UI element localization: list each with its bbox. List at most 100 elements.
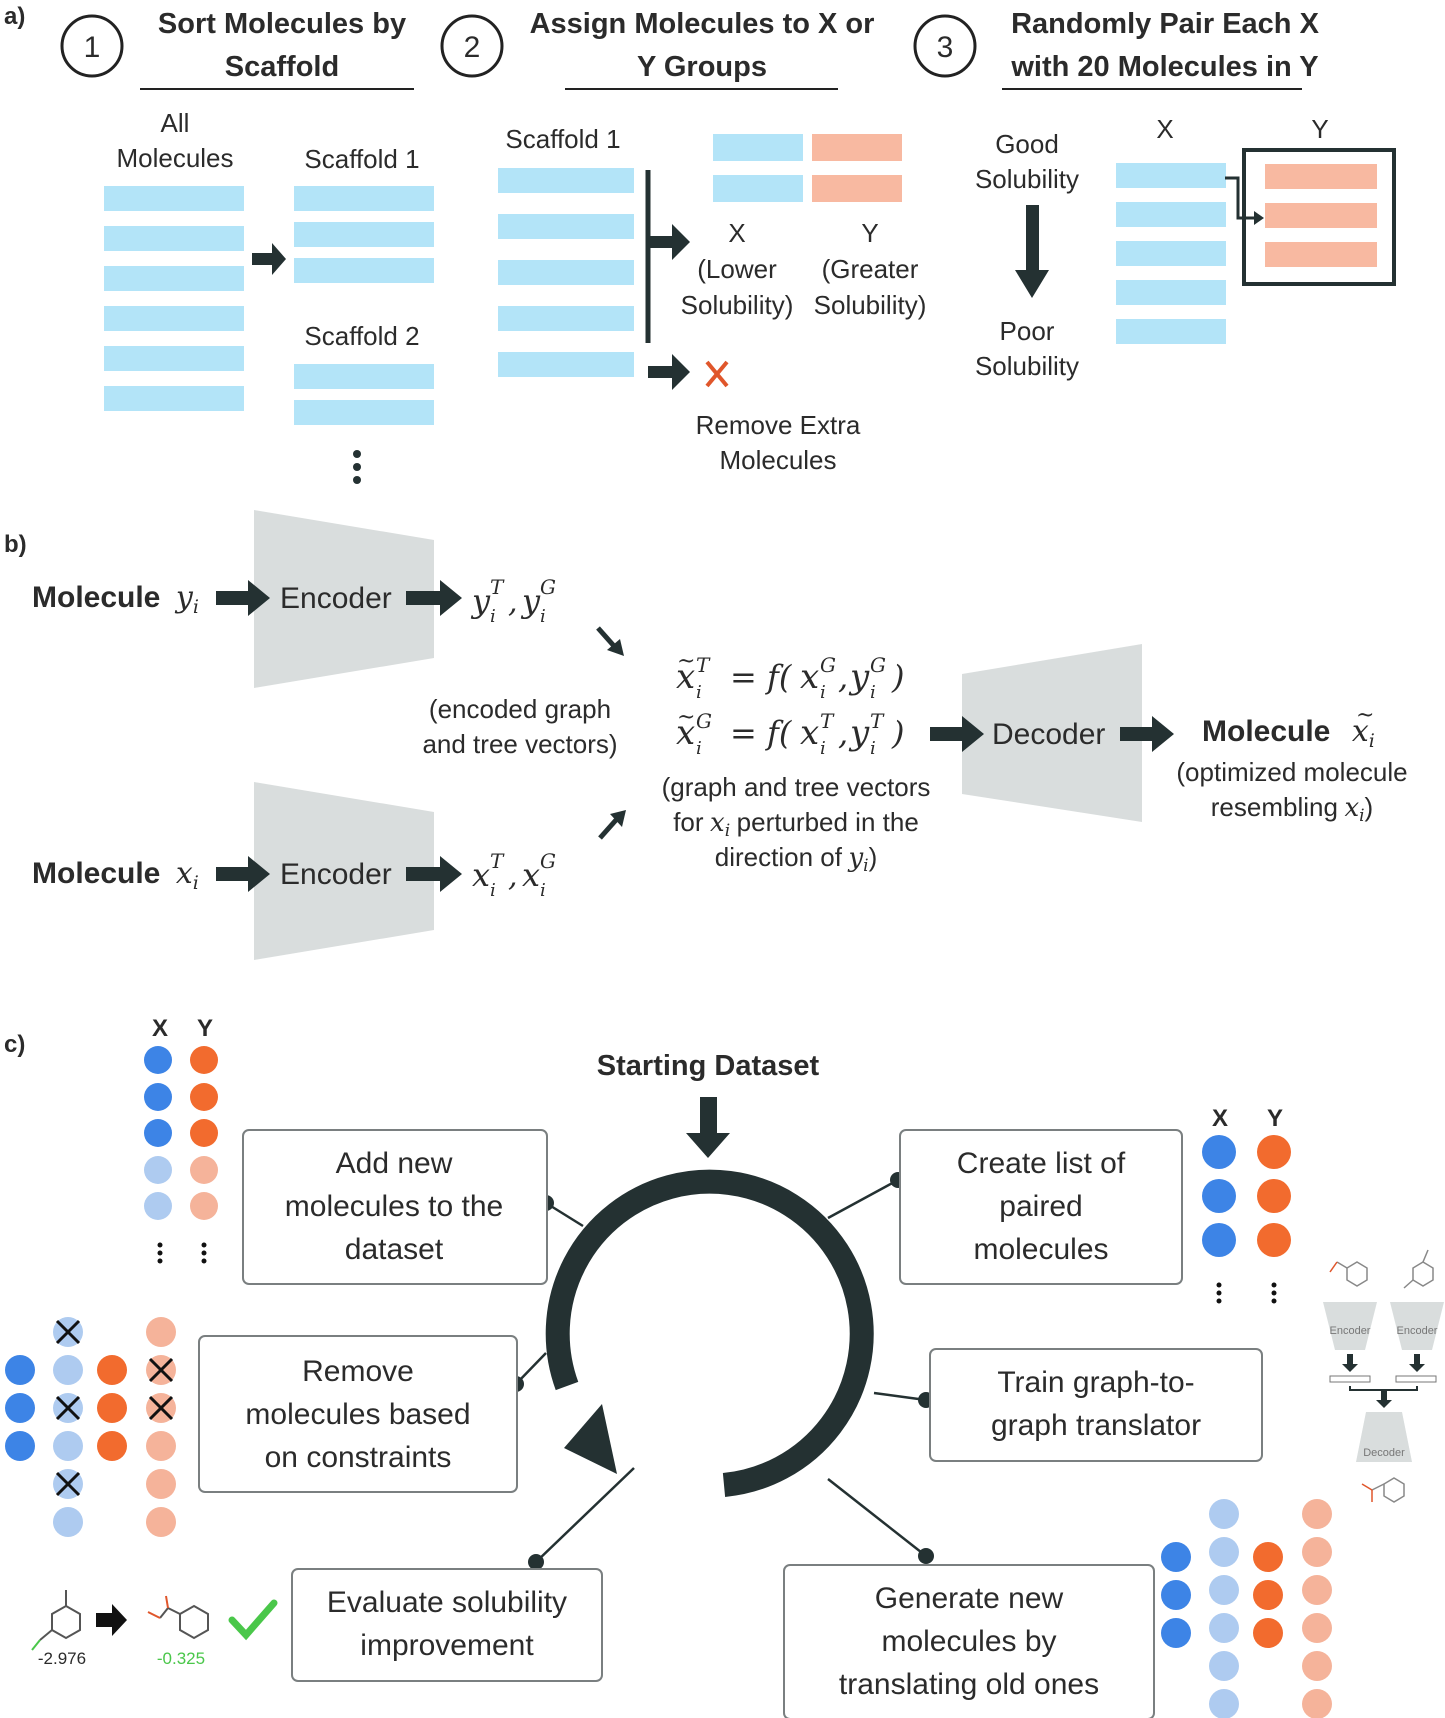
box-evaluate: [291, 1568, 603, 1682]
step-2-number: 2: [464, 31, 481, 64]
encoder-top-out-arrow: [406, 580, 462, 616]
pairing-bars: [1116, 163, 1377, 344]
xy-group-bars: [713, 134, 902, 202]
molecule-bar: [294, 186, 434, 211]
box-train-line2: graph translator: [991, 1409, 1201, 1442]
svg-text:T: T: [490, 849, 505, 873]
molecule-bar: [104, 386, 244, 411]
diag-arrow-up: [598, 818, 618, 840]
molecule-bar: [294, 364, 434, 389]
x-molecule-dot: [5, 1355, 35, 1385]
step-1-circle: [60, 14, 124, 78]
molecule-bar: [104, 186, 244, 211]
step-3-circle: [913, 14, 977, 78]
poor-solubility-line1: Poor: [1000, 316, 1055, 346]
mol-x-to-encoder-arrow: [216, 856, 270, 892]
step-3-title-line2: with 20 Molecules in Y: [1010, 51, 1318, 83]
svg-text:G: G: [820, 653, 836, 677]
start-arrow: [686, 1097, 730, 1158]
scaffold-2-label: Scaffold 2: [304, 321, 419, 351]
svg-text:,: ,: [508, 859, 518, 894]
mini-molecule-icon-out: [1361, 1477, 1405, 1503]
svg-text:x: x: [800, 713, 819, 753]
svg-text:,: ,: [838, 658, 848, 696]
perturb-caption-line2: for xi perturbed in the: [673, 807, 919, 842]
box-generate-line2: molecules by: [881, 1625, 1056, 1658]
svg-text:i: i: [490, 606, 496, 627]
box-create-list: [899, 1129, 1183, 1285]
perturb-caption-line1: (graph and tree vectors: [662, 772, 931, 802]
solubility-down-arrow: [1015, 205, 1049, 298]
molecule-after-icon: [147, 1595, 209, 1640]
remove-extra-label-line1: Remove Extra: [696, 410, 861, 440]
to-decoder-arrow: [930, 716, 984, 752]
box-train: [929, 1348, 1263, 1462]
svg-text:~: ~: [677, 705, 695, 730]
svg-text:y: y: [848, 713, 870, 753]
x-molecule-dot: [1161, 1542, 1191, 1572]
molecule-bar: [104, 266, 244, 291]
ellipsis-dot: [1216, 1290, 1222, 1296]
svg-text:i: i: [870, 738, 876, 759]
x-molecule-dot: [1209, 1689, 1239, 1718]
y-molecule-dot: [1302, 1499, 1332, 1529]
encoder-bottom-label: Encoder: [280, 858, 392, 891]
step-2-circle: [440, 14, 504, 78]
y-group-bar: [812, 134, 902, 161]
box-create-line1: Create list of: [957, 1147, 1126, 1180]
molecule-bar: [498, 306, 634, 331]
poor-solubility-line2: Solubility: [975, 351, 1079, 381]
y-molecule-dot: [1302, 1689, 1332, 1718]
cycle-arc: [545, 1169, 874, 1497]
y-molecule-bar: [1265, 242, 1377, 267]
svg-text:i: i: [696, 682, 702, 703]
panel-c: c) Starting Dataset Add new molecules to…: [4, 1015, 1444, 1718]
ellipsis-dot: [1216, 1298, 1222, 1304]
x-molecule-bar: [1116, 280, 1226, 305]
checkmark-icon: [228, 1599, 278, 1641]
y-molecule-dot: [1257, 1135, 1291, 1169]
ellipsis-dot: [157, 1250, 163, 1256]
y-molecule-dot: [97, 1355, 127, 1385]
y-molecule-dot: [1302, 1613, 1332, 1643]
x-molecule-dot: [53, 1355, 83, 1385]
starting-dataset-label: Starting Dataset: [597, 1050, 820, 1082]
x-molecule-bar: [1116, 241, 1226, 266]
x-molecule-dot: [5, 1393, 35, 1423]
x-molecule-bar: [1116, 163, 1226, 188]
box-remove-line3: on constraints: [265, 1441, 452, 1474]
x-group-bar: [713, 175, 803, 202]
panel-a-label: a): [4, 3, 25, 30]
svg-text:y: y: [848, 657, 870, 697]
svg-text:): ): [891, 714, 904, 752]
step-1-title-line2: Scaffold: [225, 51, 339, 83]
panel-b: b) Molecule yi Encoder y T i , y G i Mol…: [4, 510, 1408, 960]
dots-tr-y-header: Y: [1267, 1105, 1283, 1132]
svg-text:T: T: [490, 575, 505, 599]
box-generate: [783, 1564, 1155, 1718]
encoded-vectors-caption-line1: (encoded graph: [429, 694, 611, 724]
scaffold-1-assign-bars: [498, 168, 634, 377]
scaffold-1-assign-label: Scaffold 1: [505, 124, 620, 154]
remove-extra-label-line2: Molecules: [719, 445, 836, 475]
y-molecule-dot: [190, 1192, 218, 1220]
molecule-bar: [104, 346, 244, 371]
panel-c-label: c): [4, 1031, 25, 1058]
mini-molecule-icon-2: [1403, 1249, 1434, 1289]
y-molecule-dot: [1257, 1223, 1291, 1257]
x-molecule-dot: [1161, 1580, 1191, 1610]
y-molecule-dot: [146, 1507, 176, 1537]
solubility-before-value: -2.976: [38, 1649, 86, 1668]
step-1-title-line1: Sort Molecules by: [158, 8, 406, 40]
box-add-new: [242, 1129, 548, 1285]
svg-text:G: G: [540, 575, 556, 599]
solubility-after-value: -0.325: [157, 1649, 205, 1668]
remove-arrow: [648, 354, 690, 390]
encoder-bottom-out-arrow: [406, 856, 462, 892]
mol-y-to-encoder-arrow: [216, 580, 270, 616]
y-group-bar: [812, 175, 902, 202]
ellipsis-dot: [157, 1242, 163, 1248]
y-molecule-bar: [1265, 164, 1377, 189]
x-molecule-dot: [1209, 1575, 1239, 1605]
y-molecule-dot: [190, 1119, 218, 1147]
